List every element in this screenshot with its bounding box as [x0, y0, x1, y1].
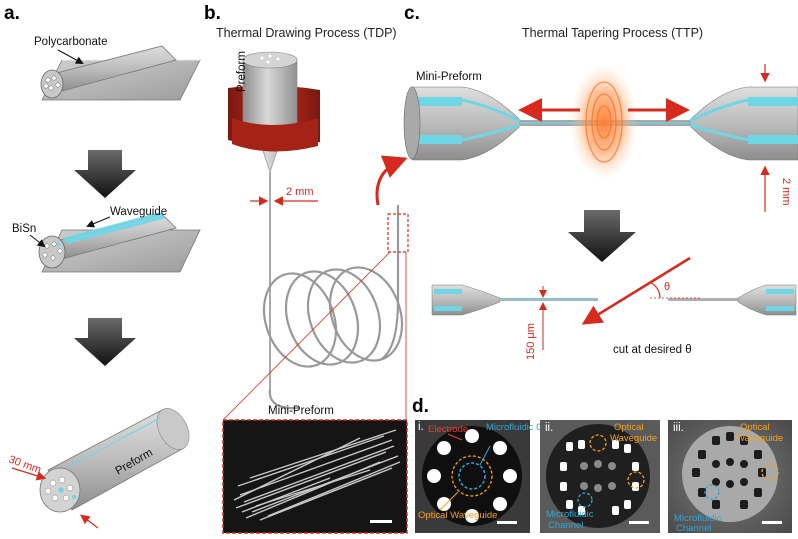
cut-line	[581, 256, 691, 325]
micro-ii-numeral: ii.	[545, 422, 553, 434]
panel-label-d: d.	[412, 396, 429, 417]
dim-arrow-30mm-bottom	[80, 514, 99, 529]
title-tdp: Thermal Drawing Process (TDP)	[216, 26, 397, 40]
arrow-waveguide	[86, 216, 111, 228]
fiber-cut-box	[387, 213, 409, 253]
arrow-microfluidic-channel	[479, 445, 491, 466]
label-optical-ii-line1: Optical	[614, 422, 644, 433]
tapered-fibers	[431, 284, 797, 316]
heat-zone	[570, 64, 638, 180]
heat-rings	[585, 81, 623, 163]
panel-label-a: a.	[4, 3, 20, 24]
label-microfluidic-iii-line1: Microfluidic	[674, 513, 722, 524]
fiber-coil	[262, 205, 404, 410]
label-mini-preform-c: Mini-Preform	[416, 71, 482, 83]
label-polycarbonate: Polycarbonate	[34, 36, 108, 48]
sheet-with-polycarbonate	[40, 45, 201, 101]
mini-preform-photo	[222, 419, 408, 534]
preform-cylinder	[39, 408, 190, 513]
label-optical-iii-line1: Optical	[740, 422, 770, 433]
sheet-with-waveguide	[38, 212, 201, 273]
title-ttp: Thermal Tapering Process (TTP)	[522, 26, 703, 40]
micrograph-ii	[540, 420, 660, 533]
dim-150um: 150 μm	[525, 323, 537, 360]
label-microfluidic-channel: Microfluidic Channel	[486, 422, 572, 433]
cut-angle-arc	[649, 281, 661, 299]
micrograph-iii	[668, 420, 792, 533]
label-optical-waveguide-i: Optical Waveguide	[418, 510, 497, 521]
label-bisn: BiSn	[12, 223, 36, 235]
arrow-electrode	[447, 433, 463, 441]
label-microfluidic-ii-line2: Channel	[548, 520, 583, 531]
dim-arrow-30mm-top	[11, 467, 47, 481]
dim-2mm-b: 2 mm	[286, 186, 314, 198]
process-arrow-c	[568, 210, 636, 262]
label-microfluidic-ii-line1: Microfluidic	[546, 509, 594, 520]
panel-label-b: b.	[204, 3, 221, 24]
label-waveguide: Waveguide	[110, 206, 167, 218]
zoom-line-left	[222, 251, 391, 421]
micro-iii-numeral: iii.	[673, 422, 684, 434]
label-mini-preform-b: Mini-Preform	[268, 405, 334, 417]
dim-2mm-c: 2 mm	[780, 178, 792, 206]
micro-i-numeral: i.	[418, 421, 424, 433]
label-preform-b: Preform	[236, 51, 248, 92]
label-optical-ii-line2: Waveguide	[610, 433, 657, 444]
arrow-bisn	[29, 234, 46, 248]
drawing-tower	[228, 51, 320, 390]
panel-label-c: c.	[404, 3, 420, 24]
micrograph-i	[415, 420, 530, 533]
dim-30mm: 30 mm	[7, 454, 43, 477]
cut-caption: cut at desired θ	[613, 344, 692, 356]
process-arrow-a2	[74, 318, 136, 366]
label-microfluidic-iii-line2: Channel	[676, 523, 711, 534]
process-arrow-a1	[74, 150, 136, 198]
curved-arrow-to-ttp	[375, 155, 408, 206]
label-electrode: Electrode	[428, 424, 468, 435]
arrow-optical-waveguide-i	[439, 491, 459, 511]
arrow-polycarbonate	[57, 49, 84, 64]
label-optical-iii-line2: Waveguide	[736, 433, 783, 444]
theta-symbol: θ	[664, 281, 670, 293]
